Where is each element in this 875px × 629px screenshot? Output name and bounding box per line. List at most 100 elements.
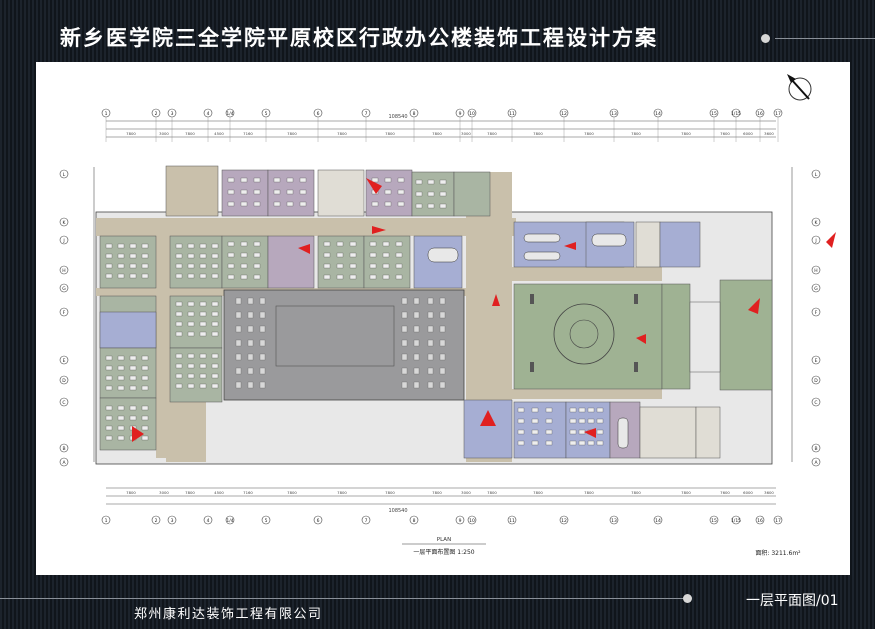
svg-text:16: 16 (757, 518, 763, 524)
dimension-value: 7800 (487, 490, 497, 495)
dimension-value: 3600 (764, 131, 774, 136)
svg-text:10: 10 (469, 518, 475, 524)
camera-marker-9 (584, 428, 596, 438)
bottom-axis-bubble: 8 (409, 515, 419, 525)
lobby-rotunda (553, 303, 615, 365)
bottom-axis-bubble: 7 (361, 515, 371, 525)
bottom-axis-bubble: 11 (507, 515, 517, 525)
dimension-value: 3600 (764, 490, 774, 495)
dimension-value: 7800 (631, 490, 641, 495)
svg-text:13: 13 (611, 518, 617, 524)
dimension-value: 7800 (126, 131, 136, 136)
area-text: 面积: 3211.6m² (755, 549, 801, 557)
sheet-title: 一层平面图/01 (746, 593, 839, 609)
svg-text:6: 6 (317, 111, 320, 117)
svg-text:1/15: 1/15 (731, 111, 741, 117)
svg-text:F: F (815, 310, 818, 316)
top-axis-bubble: 17 (773, 108, 783, 118)
north-arrow-icon (787, 74, 812, 101)
dimension-value: 7160 (243, 490, 253, 495)
svg-text:6: 6 (317, 518, 320, 524)
svg-text:K: K (63, 220, 67, 226)
right-axis-bubble: K (811, 217, 821, 227)
right-axis-bubble: J (811, 235, 821, 245)
dimension-value: 7800 (432, 131, 442, 136)
dimension-lines (93, 120, 793, 505)
lobby-rotunda-inner (569, 319, 599, 349)
svg-text:G: G (62, 286, 66, 292)
dimension-value: 7800 (487, 131, 497, 136)
svg-text:B: B (814, 446, 817, 452)
svg-text:D: D (62, 378, 66, 384)
left-axis-bubble: K (59, 217, 69, 227)
right-axis-bubble: A (811, 457, 821, 467)
bottom-axis-bubble: 15 (709, 515, 719, 525)
camera-marker-1 (366, 178, 382, 194)
dimension-value: 4500 (214, 490, 224, 495)
svg-text:H: H (62, 268, 65, 274)
footer-rule (0, 598, 683, 599)
left-axis-bubble: H (59, 265, 69, 275)
right-axis-bubble: L (811, 169, 821, 179)
svg-text:14: 14 (655, 518, 661, 524)
dimension-value: 7800 (337, 131, 347, 136)
top-axis-bubble: 14 (653, 108, 663, 118)
dimension-value: 7800 (185, 131, 195, 136)
dimension-value: 7800 (533, 131, 543, 136)
bottom-axis-bubble: 14 (653, 515, 663, 525)
bottom-axis-bubble: 13 (609, 515, 619, 525)
header-bar: 新乡医学院三全学院平原校区行政办公楼装饰工程设计方案 (0, 0, 875, 62)
dimension-value: 7800 (337, 490, 347, 495)
dimension-value: 7800 (584, 131, 594, 136)
right-axis-bubble: F (811, 307, 821, 317)
dimension-value: 6000 (743, 490, 753, 495)
top-axis-bubble: 8 (409, 108, 419, 118)
dimension-value: 7800 (287, 490, 297, 495)
camera-marker-8 (480, 410, 496, 426)
svg-text:L: L (63, 172, 66, 178)
dimension-value: 3000 (461, 490, 471, 495)
bottom-axis-bubble: 6 (313, 515, 323, 525)
bottom-axis-bubble: 10 (467, 515, 477, 525)
svg-text:10: 10 (469, 111, 475, 117)
svg-text:9: 9 (459, 111, 462, 117)
svg-text:A: A (814, 460, 818, 466)
top-axis-bubble: 16 (755, 108, 765, 118)
top-axis-bubble: 7 (361, 108, 371, 118)
svg-text:13: 13 (611, 111, 617, 117)
middle-band-rooms (99, 235, 463, 289)
dimension-value: 7600 (720, 131, 730, 136)
top-axis-bubble: 5 (261, 108, 271, 118)
left-axis-bubble: C (59, 397, 69, 407)
lobby-columns (530, 294, 638, 372)
footer-dot (683, 594, 692, 603)
left-axis-bubble: L (59, 169, 69, 179)
dimension-value: 7600 (720, 490, 730, 495)
dimension-value: 7800 (385, 131, 395, 136)
camera-marker-7 (748, 298, 760, 314)
bottom-axis-bubble: 17 (773, 515, 783, 525)
svg-text:8: 8 (413, 111, 416, 117)
svg-text:14: 14 (655, 111, 661, 117)
company-name: 郑州康利达装饰工程有限公司 (134, 607, 323, 622)
svg-text:1: 1 (105, 518, 108, 524)
camera-marker-2 (372, 226, 386, 234)
dimension-value: 4500 (214, 131, 224, 136)
svg-text:9: 9 (459, 518, 462, 524)
svg-text:2: 2 (155, 111, 158, 117)
svg-text:8: 8 (413, 518, 416, 524)
svg-text:11: 11 (509, 518, 515, 524)
dimension-value: 3000 (159, 490, 169, 495)
project-title: 新乡医学院三全学院平原校区行政办公楼装饰工程设计方案 (60, 26, 658, 50)
svg-text:15: 15 (711, 111, 717, 117)
left-axis-bubble: E (59, 355, 69, 365)
bottom-axis-bubble: 1/4 (225, 515, 235, 525)
left-axis-bubble: B (59, 443, 69, 453)
bottom-axis-bubble: 3 (167, 515, 177, 525)
svg-text:K: K (815, 220, 819, 226)
camera-marker-6 (636, 334, 646, 344)
svg-text:1/4: 1/4 (226, 518, 233, 524)
